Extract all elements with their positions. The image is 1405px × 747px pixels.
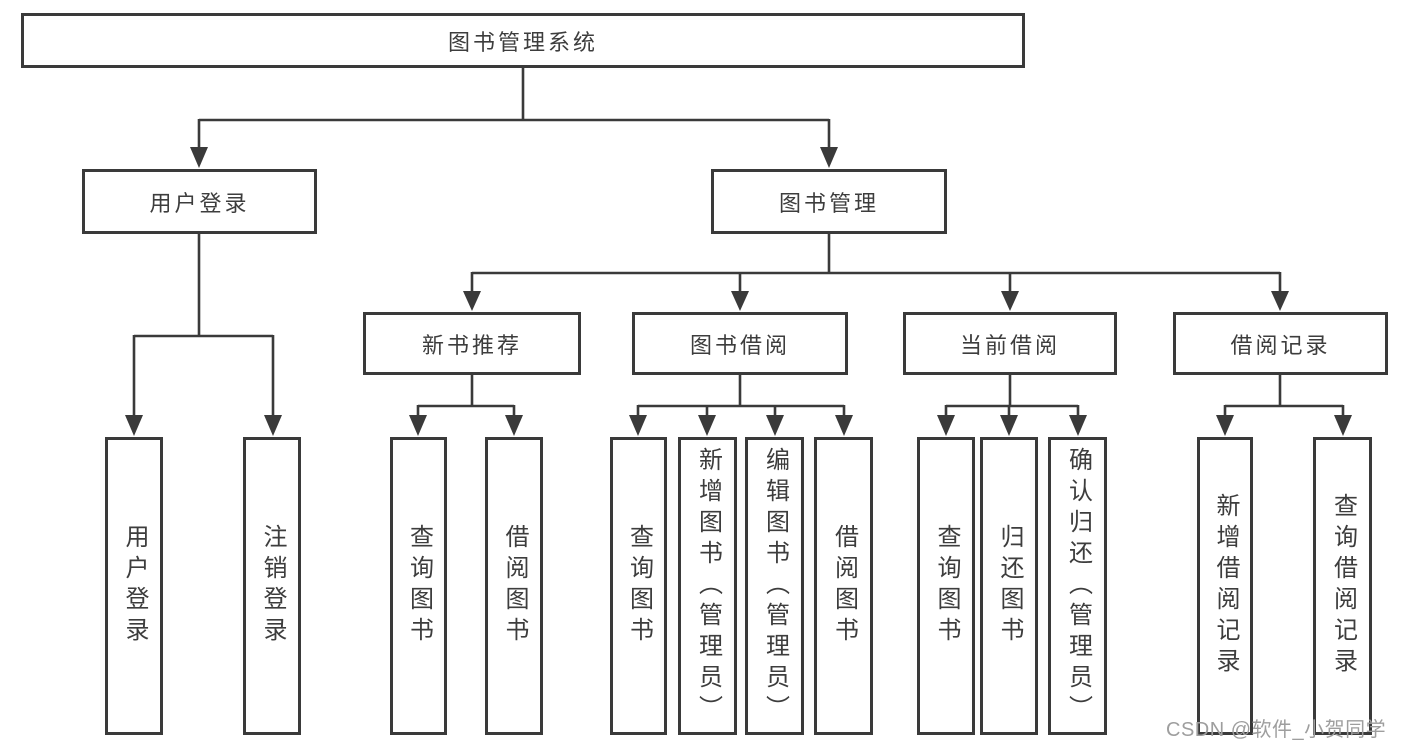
leaf-logout: 注销登录 bbox=[243, 437, 301, 735]
leaf-query-books-recommend: 查询图书 bbox=[390, 437, 447, 735]
node-book-management: 图书管理 bbox=[711, 169, 947, 234]
node-new-book-recommend: 新书推荐 bbox=[363, 312, 581, 375]
node-current-borrow: 当前借阅 bbox=[903, 312, 1117, 375]
leaf-query-borrow-record: 查询借阅记录 bbox=[1313, 437, 1372, 735]
leaf-edit-book-admin: 编辑图书（管理员） bbox=[745, 437, 804, 735]
leaf-query-books-current: 查询图书 bbox=[917, 437, 975, 735]
leaf-confirm-return-admin: 确认归还（管理员） bbox=[1048, 437, 1107, 735]
leaf-add-borrow-record: 新增借阅记录 bbox=[1197, 437, 1253, 735]
leaf-add-book-admin: 新增图书（管理员） bbox=[678, 437, 737, 735]
leaf-borrow-books-recommend: 借阅图书 bbox=[485, 437, 543, 735]
node-user-login: 用户登录 bbox=[82, 169, 317, 234]
csdn-watermark: CSDN @软件_小贺同学 bbox=[1166, 719, 1387, 741]
node-borrow-records: 借阅记录 bbox=[1173, 312, 1388, 375]
leaf-query-books-borrow: 查询图书 bbox=[610, 437, 667, 735]
node-library-management-system: 图书管理系统 bbox=[21, 13, 1025, 68]
leaf-return-book: 归还图书 bbox=[980, 437, 1038, 735]
leaf-borrow-books: 借阅图书 bbox=[814, 437, 873, 735]
leaf-user-login: 用户登录 bbox=[105, 437, 163, 735]
node-book-borrow: 图书借阅 bbox=[632, 312, 848, 375]
